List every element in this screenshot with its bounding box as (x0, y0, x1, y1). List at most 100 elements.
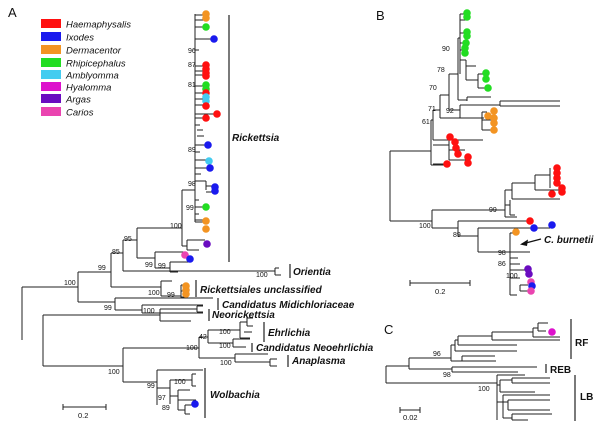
legend-swatch (41, 107, 61, 116)
scale-bar-b: 0.2 (409, 280, 471, 296)
clade-label-midichloriaceae: Candidatus Midichloriaceae (222, 300, 355, 311)
legend-item: Hyalomma (41, 82, 111, 94)
legend-label: Amblyomma (65, 71, 119, 82)
bootstrap-value: 100 (148, 290, 160, 297)
bootstrap-value: 99 (158, 263, 166, 270)
bootstrap-value: 98 (443, 372, 451, 379)
bootstrap-value: 98 (498, 250, 506, 257)
host-marker-ixodes (530, 224, 538, 232)
clade-label-ehrlichia: Ehrlichia (268, 328, 311, 339)
clade-label-rickettsiales-unclassified: Rickettsiales unclassified (200, 285, 323, 296)
panel-a-letter: A (8, 5, 17, 20)
bootstrap-value: 99 (186, 205, 194, 212)
legend-item: Haemaphysalis (41, 19, 131, 31)
host-marker-dermacentor (202, 14, 210, 22)
bootstrap-value: 92 (446, 108, 454, 115)
host-marker-dermacentor (490, 107, 498, 115)
host-marker-haemaphysalis (454, 150, 462, 158)
host-marker-dermacentor (202, 217, 210, 225)
clade-label-wolbachia: Wolbachia (210, 390, 260, 401)
host-marker-haemaphysalis (443, 160, 451, 168)
host-marker-dermacentor (512, 228, 520, 236)
host-marker-ixodes (206, 164, 214, 172)
host-marker-dermacentor (490, 119, 498, 127)
host-marker-haemaphysalis (548, 190, 556, 198)
host-marker-haemaphysalis (526, 217, 534, 225)
legend-label: Carios (66, 108, 94, 119)
host-marker-ixodes (204, 141, 212, 149)
bootstrap-value: 99 (147, 383, 155, 390)
host-marker-haemaphysalis (202, 72, 210, 80)
bootstrap-value: 98 (188, 181, 196, 188)
bootstrap-value: 100 (170, 223, 182, 230)
clade-label-orientia: Orientia (293, 267, 331, 278)
host-marker-haemaphysalis (213, 110, 221, 118)
bootstrap-value: 86 (498, 261, 506, 268)
legend-label: Haemaphysalis (66, 20, 131, 31)
legend-swatch (41, 32, 61, 41)
scale-label-a: 0.2 (78, 411, 88, 420)
legend-swatch (41, 58, 61, 67)
bootstrap-value: 100 (64, 280, 76, 287)
bootstrap-value: 97 (158, 395, 166, 402)
bootstrap-value: 100 (478, 386, 490, 393)
panel-b-letter: B (376, 8, 385, 23)
bootstrap-value: 100 (186, 345, 198, 352)
bootstrap-value: 99 (104, 305, 112, 312)
host-marker-rhipicephalus (463, 32, 471, 40)
host-marker-ixodes (186, 255, 194, 263)
arrow-icon (520, 239, 528, 246)
host-marker-argas (525, 270, 533, 278)
bootstrap-value: 100 (143, 308, 155, 315)
legend-swatch (41, 82, 61, 91)
scale-label-b: 0.2 (435, 287, 445, 296)
clade-label-neoehrlichia: Candidatus Neoehrlichia (256, 343, 374, 354)
host-marker-haemaphysalis (452, 144, 460, 152)
scale-bar-c: 0.02 (399, 407, 421, 422)
panel-c-tree (385, 322, 560, 421)
legend-item: Rhipicephalus (41, 58, 126, 70)
bootstrap-value: 100 (506, 273, 518, 280)
panel-a-tree (21, 14, 281, 415)
legend: HaemaphysalisIxodesDermacentorRhipicepha… (41, 19, 131, 119)
bootstrap-value: 99 (145, 262, 153, 269)
host-marker-haemaphysalis (464, 153, 472, 161)
host-genus-markers (181, 9, 566, 408)
legend-label: Rhipicephalus (66, 59, 126, 70)
host-marker-hyalomma (548, 328, 556, 336)
legend-label: Dermacentor (66, 46, 122, 57)
host-marker-rhipicephalus (463, 13, 471, 21)
bootstrap-value: 96 (188, 48, 196, 55)
host-marker-dermacentor (182, 290, 190, 298)
host-marker-rhipicephalus (461, 49, 469, 57)
bootstrap-value: 100 (108, 369, 120, 376)
bootstrap-value: 87 (188, 62, 196, 69)
legend-swatch (41, 70, 61, 79)
clade-label-reb: REB (550, 365, 571, 376)
legend-label: Ixodes (66, 33, 94, 44)
host-marker-dermacentor (490, 126, 498, 134)
bootstrap-value: 99 (98, 265, 106, 272)
bootstrap-value: 61 (422, 119, 430, 126)
c-burnetii-annotation: C. burnetii (520, 235, 594, 246)
host-marker-haemaphysalis (446, 133, 454, 141)
legend-item: Ixodes (41, 32, 94, 44)
panel-b-tree (389, 13, 560, 296)
bootstrap-value: 89 (162, 405, 170, 412)
clade-label-neorickettsia: Neorickettsia (212, 310, 275, 321)
scale-bar-a: 0.2 (62, 404, 107, 420)
legend-item: Amblyomma (41, 70, 119, 82)
legend-label: Hyalomma (66, 83, 111, 94)
bootstrap-value: 71 (428, 106, 436, 113)
host-marker-ixodes (210, 35, 218, 43)
scale-label-c: 0.02 (403, 413, 418, 422)
bootstrap-value: 70 (429, 85, 437, 92)
bootstrap-value: 90 (442, 46, 450, 53)
host-marker-dermacentor (202, 225, 210, 233)
bootstrap-value: 81 (188, 82, 196, 89)
legend-item: Carios (41, 107, 94, 119)
clade-label-rf: RF (575, 338, 588, 349)
legend-item: Argas (41, 94, 91, 106)
